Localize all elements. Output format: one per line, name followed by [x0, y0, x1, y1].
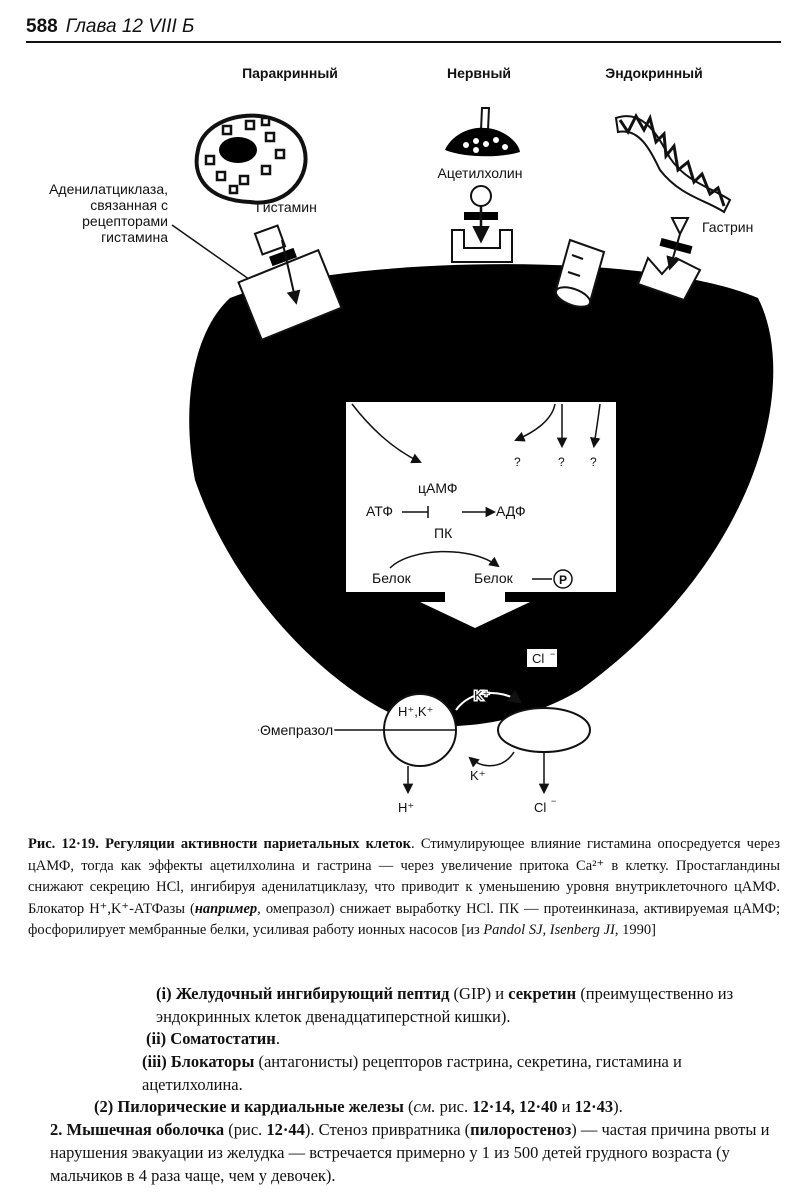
- unknown-1: ?: [514, 455, 521, 469]
- item-ii-num: (ii): [146, 1029, 167, 1048]
- page-number: 588: [26, 16, 58, 37]
- kcl-channel: [497, 707, 591, 753]
- figure-caption: Рис. 12·19. Регуляции активности париета…: [28, 834, 780, 942]
- paragraph-2-muscle: 2. Мышечная оболочка (рис. 12·44). Стено…: [50, 1118, 782, 1187]
- vessel-pattern: [618, 112, 726, 207]
- item-iii-text: (антагонисты) рецепторов гастрина, секре…: [142, 1052, 682, 1094]
- output-arrow: [420, 592, 530, 628]
- acetylcholine-label: Ацетилхолин: [438, 165, 523, 181]
- gastrin-receptor: [636, 217, 702, 302]
- phosphate-label: P: [559, 573, 567, 587]
- section-2-glands: (2) Пилорические и кардиальные железы (с…: [94, 1095, 623, 1118]
- item-i-num: (i): [156, 984, 172, 1003]
- camp-label: цАМФ: [418, 480, 458, 496]
- k-label-bottom: K⁺: [470, 768, 486, 783]
- mast-cell-nucleus: [219, 137, 257, 163]
- item-iii-num: (iii): [142, 1052, 167, 1071]
- svg-text:рецепторами: рецепторами: [82, 213, 168, 229]
- acetylcholine-receptor: [451, 185, 513, 263]
- list-item-ii: (ii) Соматостатин.: [146, 1027, 280, 1050]
- list-item-i: (i) Желудочный ингибирующий пептид (GIP)…: [156, 982, 782, 1028]
- calcium-channel: [554, 238, 606, 308]
- nervous-title: Нервный: [447, 65, 511, 81]
- h-out-label: H⁺: [398, 800, 414, 815]
- synaptic-vesicles: [463, 137, 508, 153]
- caption-text: . Стимулирующее влияние гистамина опосре…: [28, 836, 781, 917]
- item-i-text2: (преимущественно из эндокринных клеток д…: [156, 984, 734, 1026]
- item-i-text: (GIP) и: [449, 984, 509, 1003]
- caption-ref: Pandol SJ, Isenberg JI: [483, 922, 615, 938]
- cl-out-charge: −: [551, 796, 556, 806]
- p2-ref: 12·44: [266, 1120, 305, 1139]
- k-label-top: K⁺: [474, 688, 490, 703]
- svg-text:связанная с: связанная с: [90, 197, 168, 213]
- cl-box: [527, 649, 557, 667]
- caption-example: например: [194, 900, 258, 917]
- blood-vessel: [614, 115, 732, 214]
- endocrine-title: Эндокринный: [605, 65, 703, 81]
- s2-ref3: 12·43: [574, 1097, 614, 1116]
- item-i-bold: Желудочный ингибирующий пептид: [175, 984, 450, 1003]
- p2-num: 2.: [50, 1120, 63, 1139]
- gastrin-label: Гастрин: [702, 219, 753, 235]
- k-recycle-arrow-bottom: [468, 751, 515, 768]
- phosphate-circle: [553, 569, 573, 589]
- item-ii-bold: Соматостатин: [170, 1029, 276, 1048]
- protein-label-2: Белок: [474, 570, 514, 586]
- cl-inner-charge: −: [550, 649, 555, 659]
- caption-text2: , омепразол) снижает выработку HCl. ПК —…: [28, 900, 780, 939]
- histamine-label: Гистамин: [256, 199, 317, 215]
- p2-bold2: пилоростеноз: [470, 1120, 572, 1139]
- s2-see: см.: [413, 1097, 436, 1116]
- phosphorylation-arrow: [389, 550, 500, 569]
- running-header: 588 Глава 12 VIII Б: [26, 16, 194, 38]
- adenylate-cyclase-label: Аденилатциклаза, связанная с рецепторами…: [49, 181, 168, 245]
- cl-out-label: Cl: [534, 800, 546, 815]
- p2-t1: (рис.: [224, 1120, 267, 1139]
- paracrine-title: Паракринный: [242, 65, 338, 81]
- axon: [479, 107, 491, 131]
- p2-t3: ) — частая причина рвоты и нарушения эва…: [50, 1120, 770, 1185]
- parietal-cell-figure: Паракринный Нервный Эндокринный Аденилат…: [49, 65, 774, 815]
- p2-t2: ). Стеноз привратника (: [304, 1120, 471, 1139]
- s2-and: и: [557, 1097, 575, 1116]
- p2-bold: Мышечная оболочка: [66, 1120, 225, 1139]
- header-rule: [26, 41, 781, 43]
- s2-bold: (2) Пилорические и кардиальные железы: [94, 1097, 404, 1116]
- protein-label-1: Белок: [372, 570, 412, 586]
- histamine-receptor: [237, 224, 343, 342]
- unknown-2: ?: [558, 455, 565, 469]
- k-recycle-arrow-top: [455, 689, 523, 711]
- item-iii-bold: Блокаторы: [170, 1052, 255, 1071]
- caption-year: , 1990]: [614, 922, 656, 938]
- item-i-bold2: секретин: [508, 984, 577, 1003]
- s2-refs: 12·14, 12·40: [472, 1097, 558, 1116]
- chapter-title: Глава 12 VIII Б: [65, 16, 195, 37]
- caption-label: Рис. 12·19. Регуляции активности париета…: [28, 836, 412, 852]
- unknown-3: ?: [590, 455, 597, 469]
- list-item-iii: (iii) Блокаторы (антагонисты) рецепторов…: [142, 1050, 782, 1096]
- omeprazole-label: Омепразол: [260, 722, 333, 738]
- s2-t2: рис.: [435, 1097, 473, 1116]
- item-ii-text: .: [275, 1029, 280, 1048]
- ac-arrow: [351, 403, 422, 464]
- svg-text:гистамина: гистамина: [101, 229, 168, 245]
- atp-label: АТФ: [366, 503, 393, 519]
- svg-text:Аденилатциклаза,: Аденилатциклаза,: [49, 181, 168, 197]
- s2-t1: (: [403, 1097, 414, 1116]
- adp-label: АДФ: [496, 503, 526, 519]
- hk-label: H⁺,K⁺: [398, 704, 433, 719]
- s2-end: ).: [613, 1097, 623, 1116]
- ca-arrow-1: [514, 403, 556, 442]
- histamine-granules: [204, 116, 286, 195]
- ca-arrow-3: [589, 403, 601, 449]
- cl-inner-label: Cl: [532, 651, 544, 666]
- nerve-terminal: [445, 127, 520, 157]
- signal-box: [346, 402, 616, 592]
- pk-label: ПК: [434, 525, 453, 541]
